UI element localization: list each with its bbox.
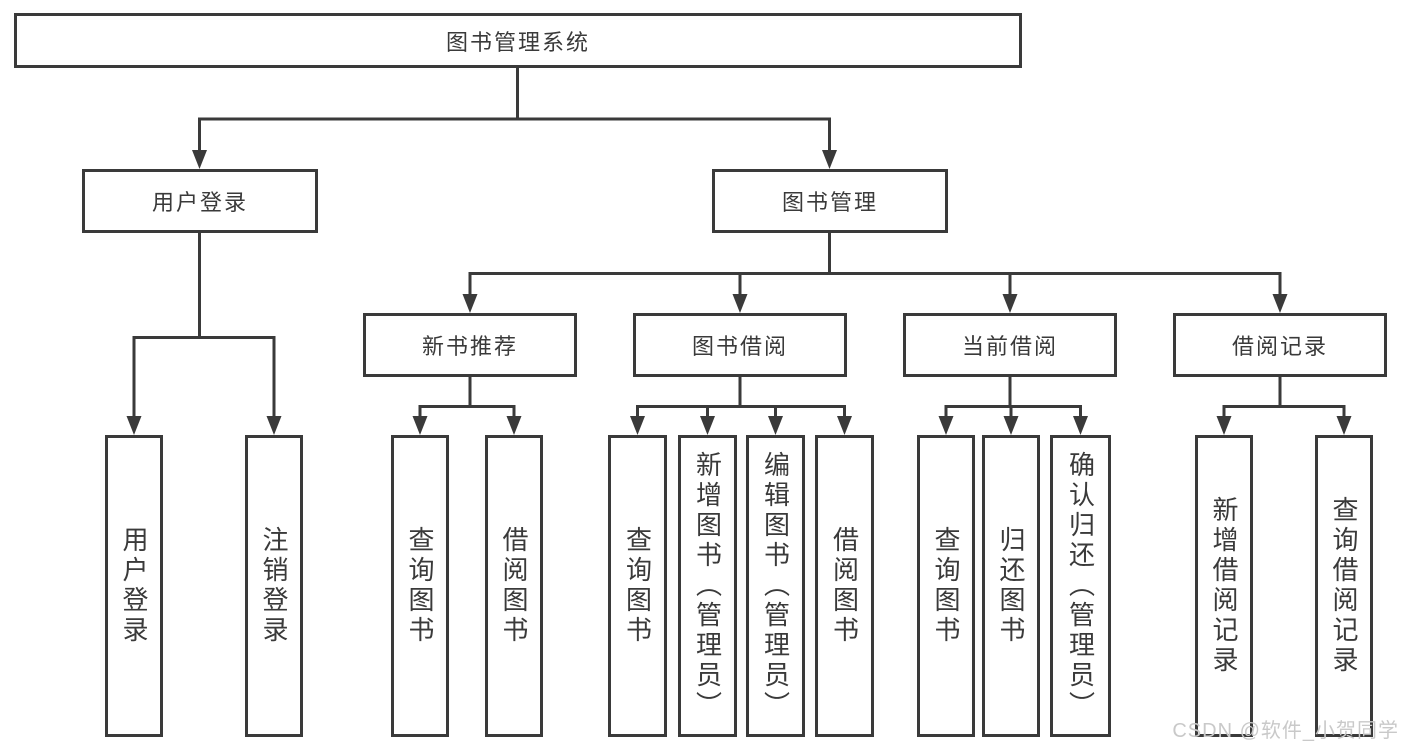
- node-user-login-label: 用户登录: [151, 190, 248, 215]
- arrowhead-icon: [768, 416, 783, 435]
- node-root: 图书管理系统: [14, 13, 1022, 68]
- connector-current-borrow: [938, 377, 1088, 435]
- leaf-query-borrow-record: 查询借阅记录: [1315, 435, 1373, 737]
- node-new-book-recommend-label: 新书推荐: [421, 334, 518, 359]
- leaf-user-login-label: 用户登录: [119, 526, 149, 646]
- connector-root: [192, 68, 837, 169]
- leaf-add-book-admin: 新增图书（管理员）: [678, 435, 737, 737]
- leaf-borrow-books-2: 借阅图书: [815, 435, 874, 737]
- leaf-query-books-borrow-label: 查询图书: [622, 526, 653, 646]
- arrowhead-icon: [822, 150, 837, 169]
- arrowhead-icon: [412, 416, 428, 435]
- node-current-borrow-label: 当前借阅: [961, 334, 1058, 359]
- connector-borrow-records: [1216, 377, 1352, 435]
- leaf-logout-login: 注销登录: [245, 435, 303, 737]
- node-borrow-records-label: 借阅记录: [1231, 334, 1328, 359]
- leaf-query-borrow-record-label: 查询借阅记录: [1329, 496, 1359, 676]
- leaf-query-books-current: 查询图书: [917, 435, 975, 737]
- node-book-borrow-label: 图书借阅: [691, 334, 788, 359]
- leaf-confirm-return-admin-label: 确认归还（管理员）: [1065, 451, 1096, 721]
- node-book-management: 图书管理: [712, 169, 948, 233]
- arrowhead-icon: [462, 294, 478, 313]
- node-borrow-records: 借阅记录: [1173, 313, 1387, 377]
- arrowhead-icon: [126, 416, 142, 435]
- leaf-return-books-label: 归还图书: [996, 526, 1026, 646]
- leaf-return-books: 归还图书: [982, 435, 1040, 737]
- arrowhead-icon: [1336, 416, 1352, 435]
- leaf-query-books-recommend-label: 查询图书: [405, 526, 435, 646]
- node-book-borrow: 图书借阅: [633, 313, 847, 377]
- leaf-borrow-books-recommend-label: 借阅图书: [499, 526, 529, 646]
- connector-user-login: [126, 233, 282, 435]
- arrowhead-icon: [938, 416, 954, 435]
- arrowhead-icon: [700, 416, 715, 435]
- node-current-borrow: 当前借阅: [903, 313, 1117, 377]
- leaf-edit-book-admin: 编辑图书（管理员）: [746, 435, 805, 737]
- arrowhead-icon: [837, 416, 852, 435]
- arrowhead-icon: [1002, 294, 1018, 313]
- arrowhead-icon: [506, 416, 522, 435]
- arrowhead-icon: [266, 416, 282, 435]
- leaf-borrow-books-2-label: 借阅图书: [829, 526, 860, 646]
- arrowhead-icon: [192, 150, 207, 169]
- arrowhead-icon: [1003, 416, 1019, 435]
- leaf-query-books-current-label: 查询图书: [931, 526, 961, 646]
- leaf-add-borrow-record: 新增借阅记录: [1195, 435, 1253, 737]
- leaf-edit-book-admin-label: 编辑图书（管理员）: [760, 451, 791, 721]
- node-root-label: 图书管理系统: [445, 29, 590, 55]
- connector-book-management: [462, 233, 1288, 313]
- node-new-book-recommend: 新书推荐: [363, 313, 577, 377]
- arrowhead-icon: [1216, 416, 1232, 435]
- arrowhead-icon: [1073, 416, 1088, 435]
- leaf-confirm-return-admin: 确认归还（管理员）: [1050, 435, 1111, 737]
- connector-new-book-recommend: [412, 377, 522, 435]
- leaf-borrow-books-recommend: 借阅图书: [485, 435, 543, 737]
- leaf-add-borrow-record-label: 新增借阅记录: [1209, 496, 1239, 676]
- node-user-login: 用户登录: [82, 169, 318, 233]
- leaf-query-books-borrow: 查询图书: [608, 435, 667, 737]
- leaf-query-books-recommend: 查询图书: [391, 435, 449, 737]
- connector-book-borrow: [630, 377, 852, 435]
- leaf-logout-login-label: 注销登录: [259, 526, 289, 646]
- arrowhead-icon: [1272, 294, 1288, 313]
- csdn-watermark: CSDN @软件_小贺同学: [1172, 720, 1399, 742]
- node-book-management-label: 图书管理: [781, 190, 878, 215]
- leaf-add-book-admin-label: 新增图书（管理员）: [692, 451, 723, 721]
- arrowhead-icon: [732, 294, 748, 313]
- leaf-user-login: 用户登录: [105, 435, 163, 737]
- arrowhead-icon: [630, 416, 645, 435]
